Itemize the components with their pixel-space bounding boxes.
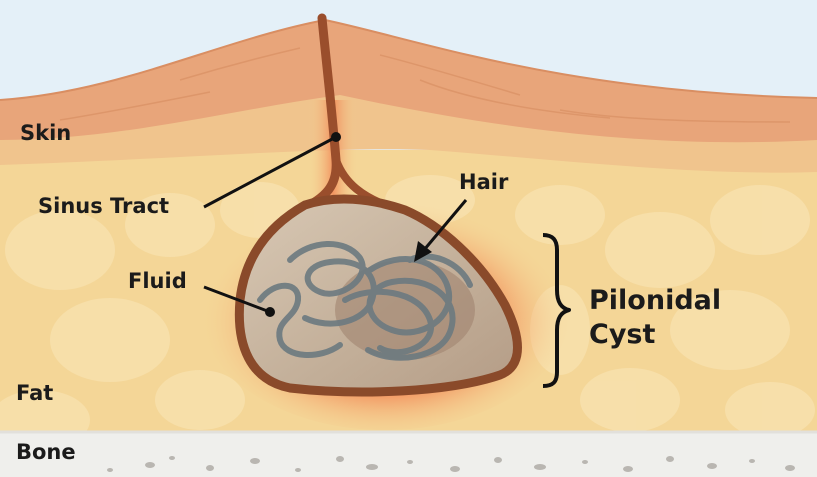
cyst-brace [542,233,571,388]
skin-surface [0,20,817,143]
cyst-dark-center [335,260,475,360]
pilonidal-label-line1: Pilonidal [589,285,722,316]
skin-label: Skin [20,121,72,145]
skin-surface-edge [0,18,817,101]
bone-label: Bone [16,440,76,464]
bone-speckles [107,456,795,472]
fat-label: Fat [16,381,54,405]
leader-lines [203,135,468,314]
skin-texture [59,47,791,123]
hair-leader [422,199,468,251]
sinus-tract-marker [331,132,341,142]
fluid-label: Fluid [128,269,187,293]
bone-layer [0,432,817,477]
sinus-tract-leader [203,135,337,209]
fluid-leader [203,285,271,314]
hair-label: Hair [459,170,509,194]
hair-arrowhead [414,241,432,262]
fluid-marker [265,307,275,317]
sinus-tract-label: Sinus Tract [38,194,170,218]
pilonidal-label-line2: Cyst [589,318,656,350]
pilonidal-cyst-label: Pilonidal Cyst [589,284,721,352]
